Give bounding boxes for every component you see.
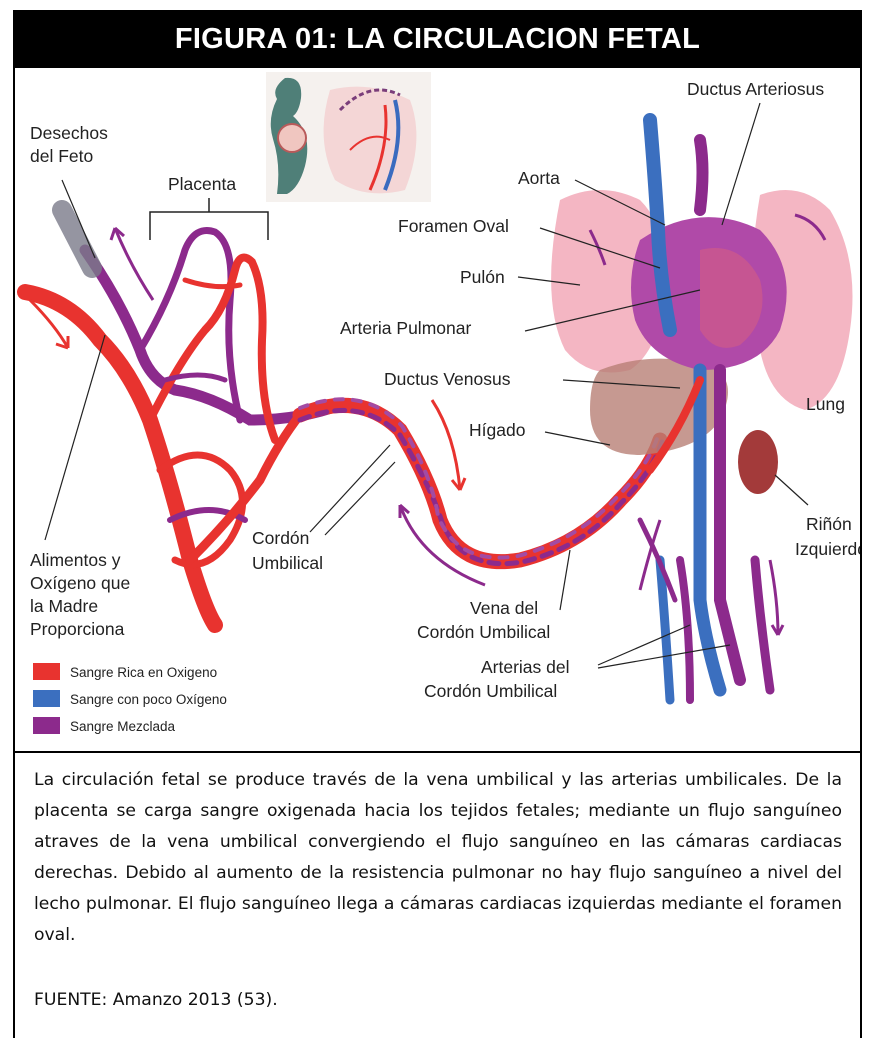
figure-title: FIGURA 01: LA CIRCULACION FETAL <box>175 23 700 56</box>
caption-divider <box>13 751 862 753</box>
label-ductus-venosus: Ductus Venosus <box>384 369 511 389</box>
label-cordon-2: Umbilical <box>252 553 323 573</box>
legend-label-mixed: Sangre Mezclada <box>70 719 176 734</box>
label-arterias-cordon-1: Arterias del <box>481 657 570 677</box>
label-desechos-1: Desechos <box>30 123 108 143</box>
label-lung: Lung <box>806 394 845 414</box>
legend-swatch-oxygen-rich <box>33 663 60 680</box>
diagram-labels: Desechos del Feto Placenta Ductus Arteri… <box>30 79 860 701</box>
figure-caption: La circulación fetal se produce través d… <box>34 765 842 951</box>
label-rinon-1: Riñón <box>806 514 852 534</box>
legend-label-oxygen-rich: Sangre Rica en Oxigeno <box>70 665 217 680</box>
label-rinon-2: Izquierdo <box>795 539 860 559</box>
label-alimentos-1: Alimentos y <box>30 550 121 570</box>
legend: Sangre Rica en Oxigeno Sangre con poco O… <box>33 663 227 734</box>
label-alimentos-3: la Madre <box>30 596 98 616</box>
title-bar: FIGURA 01: LA CIRCULACION FETAL <box>13 10 862 68</box>
label-arterias-cordon-2: Cordón Umbilical <box>424 681 557 701</box>
label-arteria-pulmonar: Arteria Pulmonar <box>340 318 471 338</box>
legend-swatch-mixed <box>33 717 60 734</box>
fetal-circulation-diagram: Desechos del Feto Placenta Ductus Arteri… <box>15 68 860 750</box>
label-aorta: Aorta <box>518 168 560 188</box>
label-cordon-1: Cordón <box>252 528 309 548</box>
label-pulon: Pulón <box>460 267 505 287</box>
diagram-svg: Desechos del Feto Placenta Ductus Arteri… <box>15 68 860 750</box>
figure-source: FUENTE: Amanzo 2013 (53). <box>34 990 278 1010</box>
label-foramen-oval: Foramen Oval <box>398 216 509 236</box>
label-vena-cordon-1: Vena del <box>470 598 538 618</box>
pregnancy-thumbnail <box>266 72 431 202</box>
label-vena-cordon-2: Cordón Umbilical <box>417 622 550 642</box>
label-higado: Hígado <box>469 420 525 440</box>
label-ductus-arteriosus: Ductus Arteriosus <box>687 79 824 99</box>
legend-swatch-low-oxygen <box>33 690 60 707</box>
label-alimentos-4: Proporciona <box>30 619 125 639</box>
label-desechos-2: del Feto <box>30 146 93 166</box>
legend-label-low-oxygen: Sangre con poco Oxígeno <box>70 692 227 707</box>
label-alimentos-2: Oxígeno que <box>30 573 130 593</box>
label-placenta: Placenta <box>168 174 236 194</box>
